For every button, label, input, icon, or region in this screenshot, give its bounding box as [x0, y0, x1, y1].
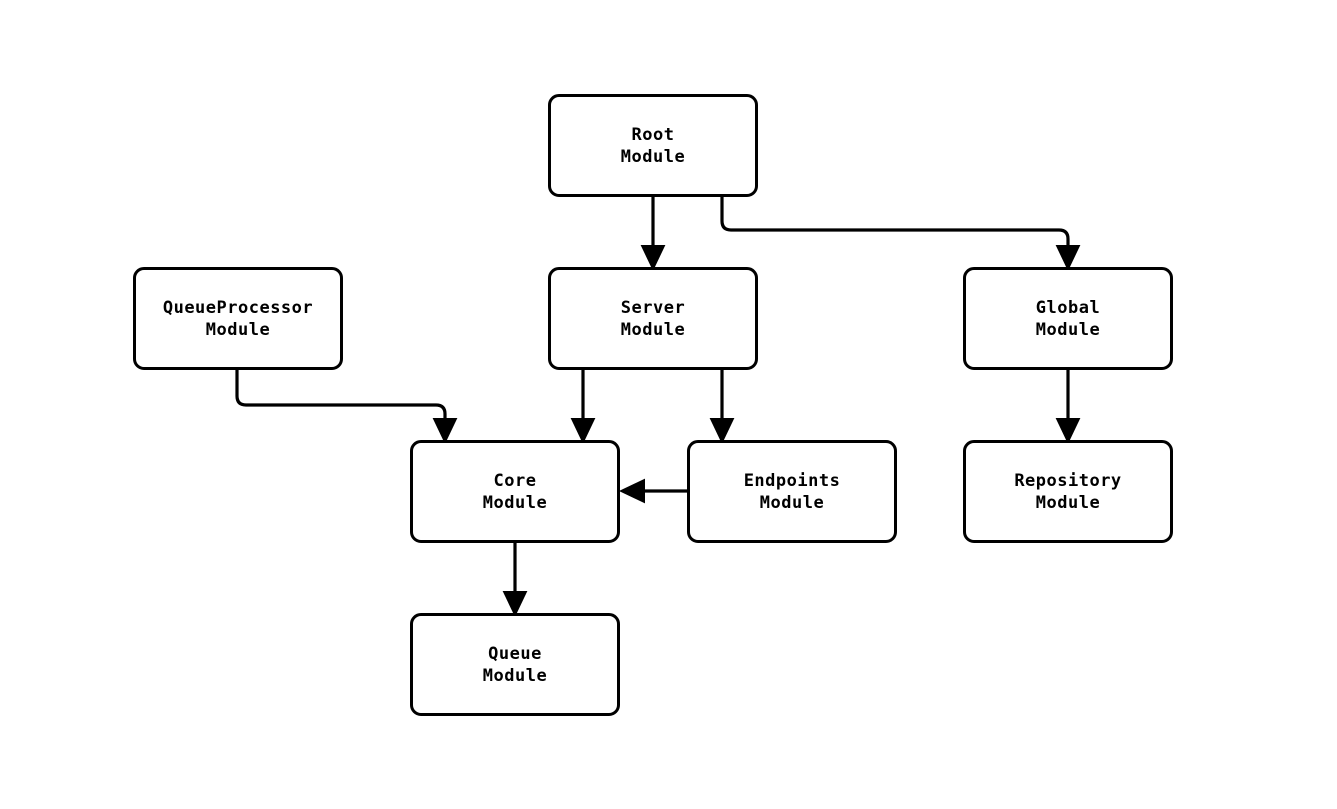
node-core[interactable]: Core Module	[410, 440, 620, 543]
node-global[interactable]: Global Module	[963, 267, 1173, 370]
node-global-label-line2: Module	[1035, 319, 1101, 340]
node-repository-label-line1: Repository	[1014, 470, 1122, 491]
node-queue-label-line1: Queue	[488, 643, 542, 664]
node-root-label-line2: Module	[620, 146, 686, 167]
node-queueprocessor-label-line1: QueueProcessor	[162, 297, 314, 318]
node-core-label-line2: Module	[482, 492, 548, 513]
node-endpoints[interactable]: Endpoints Module	[687, 440, 897, 543]
node-queue[interactable]: Queue Module	[410, 613, 620, 716]
node-repository-label-line2: Module	[1035, 492, 1101, 513]
node-queueprocessor[interactable]: QueueProcessor Module	[133, 267, 343, 370]
node-root-label-line1: Root	[631, 124, 675, 145]
node-endpoints-label-line2: Module	[759, 492, 825, 513]
node-global-label-line1: Global	[1035, 297, 1101, 318]
edge-queueprocessor-to-core	[235, 370, 458, 445]
node-server[interactable]: Server Module	[548, 267, 758, 370]
node-queue-label-line2: Module	[482, 665, 548, 686]
edge-root-to-global	[720, 197, 1081, 272]
node-root[interactable]: Root Module	[548, 94, 758, 197]
node-server-label-line1: Server	[620, 297, 686, 318]
node-endpoints-label-line1: Endpoints	[743, 470, 841, 491]
node-server-label-line2: Module	[620, 319, 686, 340]
node-queueprocessor-label-line2: Module	[205, 319, 271, 340]
node-core-label-line1: Core	[493, 470, 537, 491]
node-repository[interactable]: Repository Module	[963, 440, 1173, 543]
